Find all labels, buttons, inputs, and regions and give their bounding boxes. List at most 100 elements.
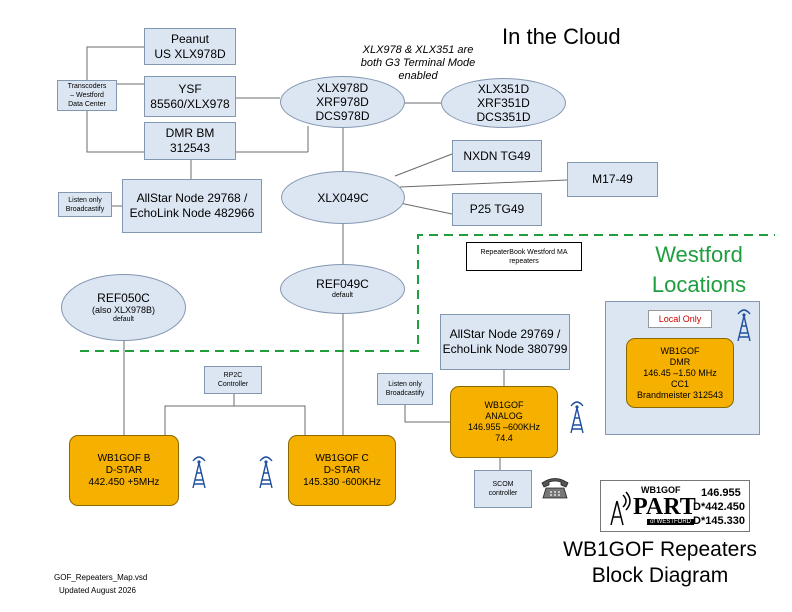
wb1gof-dmr-box: WB1GOF DMR 146.45 –1.50 MHz CC1 Brandmei… xyxy=(626,338,734,408)
logo-call: WB1GOF xyxy=(641,485,681,495)
logo-freq-2: D*442.450 xyxy=(693,501,745,513)
wb1gof-c-dstar-box: WB1GOF C D-STAR 145.330 -600KHz xyxy=(288,435,396,506)
xlx978-label: XLX978D xyxy=(316,81,369,95)
dmr-local-label: CC1 xyxy=(670,378,689,389)
wb1gof-analog-box: WB1GOF ANALOG 146.955 –600KHz 74.4 xyxy=(450,386,558,458)
dmr-local-label: 146.45 –1.50 MHz xyxy=(643,367,717,378)
nxdn-box: NXDN TG49 xyxy=(452,140,542,172)
diagram-title-line: WB1GOF Repeaters xyxy=(563,538,757,561)
repeaterbook-label: RepeaterBook Westford MA xyxy=(480,248,568,256)
p25-label: P25 TG49 xyxy=(469,202,525,216)
nxdn-label: NXDN TG49 xyxy=(463,148,531,163)
xlx978-ellipse: XLX978D XRF978D DCS978D xyxy=(280,76,405,128)
antenna-tower-icon xyxy=(570,401,584,434)
file-name: GOF_Repeaters_Map.vsd xyxy=(54,573,148,582)
note-line: XLX978 & XLX351 are xyxy=(362,44,474,56)
note-line: both G3 Terminal Mode xyxy=(360,57,476,69)
xlx351-label: XLX351D xyxy=(477,82,530,96)
rp2c-label: Controller xyxy=(217,381,249,388)
dstar-c-label: D-STAR xyxy=(323,464,361,476)
scom-label: controller xyxy=(488,490,518,497)
listen-only-top-box: Listen only Broadcastify xyxy=(58,192,112,217)
ref050-sub: (also XLX978B) xyxy=(91,304,156,315)
ref049-label: REF049C xyxy=(316,277,369,291)
ref050-ellipse: REF050C (also XLX978B) default xyxy=(61,274,186,341)
p25-box: P25 TG49 xyxy=(452,193,542,226)
scom-box: SCOM controller xyxy=(474,470,532,508)
listen-only-mid-box: Listen only Broadcastify xyxy=(377,373,433,405)
ref049-ellipse: REF049C default xyxy=(280,264,405,314)
allstar-mid-box: AllStar Node 29769 / EchoLink Node 38079… xyxy=(440,314,570,370)
transcoders-label: Transcoders xyxy=(67,83,107,90)
antenna-tower-icon xyxy=(610,491,631,526)
ref050-label: REF050C xyxy=(97,290,150,305)
listen-only-label: Broadcastify xyxy=(65,205,105,213)
dstar-c-label: 145.330 -600KHz xyxy=(303,476,381,488)
antenna-tower-icon xyxy=(259,456,273,489)
antenna-tower-icon xyxy=(737,309,751,342)
rp2c-box: RP2C Controller xyxy=(204,366,262,394)
dmr-bm-label: 312543 xyxy=(169,141,211,155)
dstar-b-label: D-STAR xyxy=(105,464,143,476)
xlx351-label: XRF351D xyxy=(477,96,530,110)
peanut-label: US XLX978D xyxy=(154,46,226,61)
dmr-local-label: DMR xyxy=(669,356,691,367)
logo-word: PART xyxy=(633,494,696,520)
allstar-mid-label: AllStar Node 29769 / xyxy=(449,327,561,341)
repeaterbook-box: RepeaterBook Westford MA repeaters xyxy=(466,242,582,271)
allstar-mid-label: EchoLink Node 380799 xyxy=(442,342,568,356)
xlx049-label: XLX049C xyxy=(317,190,369,205)
wb1gof-part-logo: WB1GOF PART of WESTFORD 146.955 D*442.45… xyxy=(600,480,750,532)
listen-only-label: Broadcastify xyxy=(385,390,425,397)
westford-line: Locations xyxy=(651,272,747,297)
dmr-bm-label: DMR BM xyxy=(165,126,215,140)
peanut-box: Peanut US XLX978D xyxy=(144,28,236,65)
telephone-icon xyxy=(541,478,569,499)
analog-label: WB1GOF xyxy=(484,400,524,410)
repeaterbook-label: repeaters xyxy=(509,257,539,265)
dstar-b-label: WB1GOF B xyxy=(97,452,151,464)
ref050-default: default xyxy=(112,315,135,323)
listen-only-label: Listen only xyxy=(388,381,422,388)
analog-label: 74.4 xyxy=(495,433,513,443)
scom-label: SCOM xyxy=(492,481,514,488)
transcoders-box: Transcoders – Westford Data Center xyxy=(57,80,117,111)
dmr-bm-box: DMR BM 312543 xyxy=(144,122,236,160)
xlx351-label: DCS351D xyxy=(476,110,531,124)
ref049-default: default xyxy=(331,292,354,299)
ysf-label: YSF xyxy=(178,81,202,96)
ysf-box: YSF 85560/XLX978 xyxy=(144,76,236,117)
peanut-label: Peanut xyxy=(170,31,210,46)
diagram-title: WB1GOF Repeaters Block Diagram xyxy=(540,537,780,589)
logo-freq-1: 146.955 xyxy=(701,487,741,499)
dstar-c-label: WB1GOF C xyxy=(315,452,369,464)
m17-box: M17-49 xyxy=(567,162,658,197)
listen-only-label: Listen only xyxy=(68,196,102,204)
cloud-title: In the Cloud xyxy=(502,24,621,49)
allstar-label: AllStar Node 29768 / xyxy=(136,191,248,205)
xlx351-ellipse: XLX351D XRF351D DCS351D xyxy=(441,78,566,128)
analog-label: ANALOG xyxy=(485,411,523,421)
m17-label: M17-49 xyxy=(592,172,633,186)
dstar-b-label: 442.450 +5MHz xyxy=(88,476,160,488)
allstar-label: EchoLink Node 482966 xyxy=(129,206,255,220)
xlx049-ellipse: XLX049C xyxy=(281,171,405,224)
dmr-local-label: Brandmeister 312543 xyxy=(636,389,724,400)
note-line: enabled xyxy=(398,70,438,82)
local-only-label: Local Only xyxy=(658,313,702,324)
westford-title: Westford Locations xyxy=(624,240,774,300)
allstar-top-box: AllStar Node 29768 / EchoLink Node 48296… xyxy=(122,179,262,233)
transcoders-label: Data Center xyxy=(68,101,106,108)
diagram-title-line: Block Diagram xyxy=(591,564,729,587)
ysf-label: 85560/XLX978 xyxy=(150,96,230,111)
westford-line: Westford xyxy=(655,242,743,267)
logo-freq-3: D*145.330 xyxy=(693,515,745,527)
rp2c-label: RP2C xyxy=(223,372,243,379)
wb1gof-b-dstar-box: WB1GOF B D-STAR 442.450 +5MHz xyxy=(69,435,179,506)
terminal-mode-note: XLX978 & XLX351 are both G3 Terminal Mod… xyxy=(352,44,484,83)
local-only-label-box: Local Only xyxy=(648,310,712,328)
xlx978-label: XRF978D xyxy=(316,95,369,109)
analog-label: 146.955 –600KHz xyxy=(467,422,541,432)
dmr-local-label: WB1GOF xyxy=(660,345,700,356)
